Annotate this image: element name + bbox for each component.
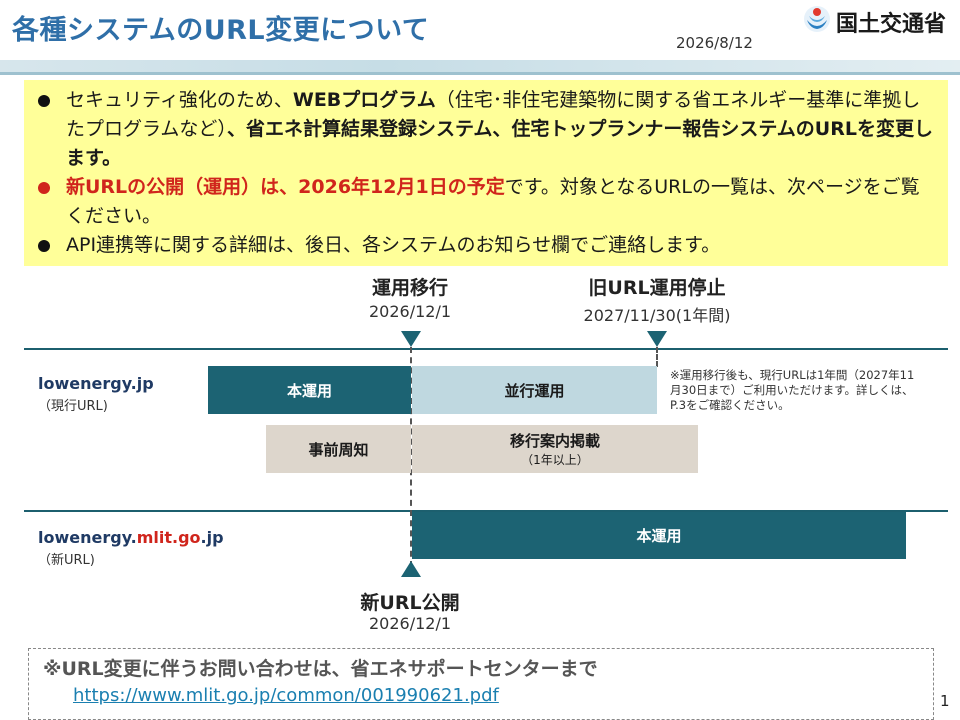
bullet-emphasis: WEBプログラム xyxy=(292,89,436,111)
contact-box: ※URL変更に伴うお問い合わせは、省エネサポートセンターまで https://w… xyxy=(28,648,934,720)
bar-parallel-operation: 並行運用 xyxy=(412,366,657,414)
bar-old-main-operation: 本運用 xyxy=(208,366,411,414)
milestone-new-url-title: 新URL公開 xyxy=(360,592,460,614)
bullet-text: です。対象となるURLの一覧は、次ページをご覧ください。 xyxy=(66,176,920,227)
page-title: 各種システムのURL変更について xyxy=(12,15,430,46)
document-date: 2026/8/12 xyxy=(676,34,753,52)
migration-dashed-line xyxy=(410,347,412,567)
bar-label: 移行案内掲載 xyxy=(509,432,600,450)
mlit-logo: 国土交通省 xyxy=(800,4,956,37)
header-divider xyxy=(0,72,960,75)
bar-label: 並行運用 xyxy=(504,381,565,400)
old-domain-label: lowenergy.jp xyxy=(38,374,154,393)
milestone-old-url-stop-title: 旧URL運用停止 xyxy=(588,277,726,299)
bullet-emphasis-red: 新URLの公開（運用）は、2026年12月1日の予定 xyxy=(66,176,505,198)
new-url-marker-icon xyxy=(401,561,421,577)
stop-marker-icon xyxy=(647,331,667,347)
bar-label: 本運用 xyxy=(636,527,682,545)
bar-migration-notice: 移行案内掲載 （1年以上） xyxy=(412,425,698,473)
stop-dashed-line xyxy=(656,347,658,367)
new-domain-highlight: mlit.go xyxy=(136,528,201,547)
header-band xyxy=(0,60,960,72)
bullet-text: （住宅･非住宅建築物に関する省エネルギー基準に準拠したプログラムなど） xyxy=(66,89,921,140)
summary-box: セキュリティ強化のため、WEBプログラム（住宅･非住宅建築物に関する省エネルギー… xyxy=(24,80,948,266)
new-domain-part: .jp xyxy=(200,528,224,547)
new-domain-label: lowenergy.mlit.go.jp xyxy=(38,528,224,547)
page-number: 1 xyxy=(940,692,950,710)
migration-marker-icon xyxy=(401,331,421,347)
bullet-text: セキュリティ強化のため、 xyxy=(66,89,293,111)
bar-sublabel: （1年以上） xyxy=(521,453,589,467)
new-domain-sub: （新URL) xyxy=(38,553,95,568)
bullet-dot-icon xyxy=(38,240,50,252)
bullet-release-date: 新URLの公開（運用）は、2026年12月1日の予定です。対象となるURLの一覧… xyxy=(36,173,934,231)
logo-text: 国土交通省 xyxy=(836,12,947,37)
bullet-dot-icon xyxy=(38,182,50,194)
milestone-migration-title: 運用移行 xyxy=(371,277,448,299)
bullet-text: API連携等に関する詳細は、後日、各システムのお知らせ欄でご連絡します。 xyxy=(66,234,721,256)
bar-label: 事前周知 xyxy=(308,440,369,459)
contact-title: ※URL変更に伴うお問い合わせは、省エネサポートセンターまで xyxy=(43,658,598,680)
timeline-axis-old xyxy=(24,348,948,350)
timeline-axis-new xyxy=(24,510,948,512)
old-domain-sub: （現行URL) xyxy=(38,399,108,414)
new-domain-part: lowenergy. xyxy=(38,528,137,547)
mlit-emblem-icon xyxy=(804,6,830,32)
transition-note: ※運用移行後も、現行URLは1年間（2027年11月30日まで）ご利用いただけま… xyxy=(670,368,915,412)
bar-pre-notice: 事前周知 xyxy=(266,425,411,473)
milestone-new-url-date: 2026/12/1 xyxy=(368,614,452,633)
bullet-api-info: API連携等に関する詳細は、後日、各システムのお知らせ欄でご連絡します。 xyxy=(36,231,934,260)
bar-label: 本運用 xyxy=(286,381,332,400)
bar-new-main-operation: 本運用 xyxy=(412,512,906,559)
milestone-old-url-stop-date: 2027/11/30(1年間) xyxy=(583,306,731,325)
bullet-dot-icon xyxy=(38,95,50,107)
contact-link[interactable]: https://www.mlit.go.jp/common/001990621.… xyxy=(73,685,499,706)
milestone-migration-date: 2026/12/1 xyxy=(368,302,452,321)
bullet-url-change: セキュリティ強化のため、WEBプログラム（住宅･非住宅建築物に関する省エネルギー… xyxy=(36,86,934,173)
bullet-emphasis: 、省エネ計算結果登録システム、住宅トップランナー報告システムのURLを変更します… xyxy=(66,118,933,169)
